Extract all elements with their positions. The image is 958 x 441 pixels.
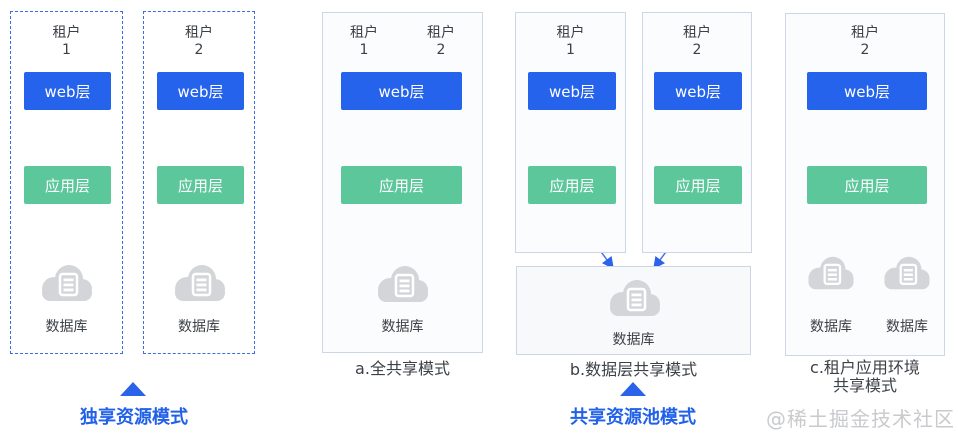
mode-b-tenant2-box: 租户 2 web层 应用层 (642, 12, 752, 253)
watermark: @稀土掘金技术社区 (766, 407, 955, 431)
mode-c-box: 租户 2 web层 应用层 数据库 数据库 (785, 13, 945, 356)
tenant-number: 2 (692, 42, 702, 58)
cloud-database-icon (42, 265, 92, 301)
mode-c-caption-line1: c.租户应用环境 (810, 358, 920, 377)
exclusive-group-caption: 独享资源模式 (80, 407, 188, 428)
tenant-label: 租户 2 (643, 25, 751, 59)
exclusive-tenant1-box: 租户 1 web层 应用层 数据库 (10, 11, 123, 354)
tenant-number: 1 (62, 42, 71, 58)
app-layer-box: 应用层 (528, 166, 616, 204)
mode-b-caption: b.数据层共享模式 (569, 360, 698, 379)
app-layer-box: 应用层 (157, 166, 244, 204)
cloud-database-icon (610, 280, 660, 316)
tenant-name: 租户 (427, 25, 455, 41)
web-layer-box: web层 (24, 72, 111, 110)
tenant-name: 租户 (350, 25, 378, 41)
web-layer-box: web层 (341, 72, 462, 110)
tenant-label: 租户 1 (11, 25, 122, 59)
web-layer-box: web层 (157, 72, 244, 110)
mode-c-caption-line2: 共享模式 (832, 376, 897, 395)
web-layer-box: web层 (528, 72, 616, 110)
up-triangle-icon (620, 382, 646, 396)
tenant-number: 2 (194, 42, 204, 58)
cloud-database-icon (884, 256, 930, 290)
tenant-number: 1 (566, 42, 575, 58)
tenant-number: 2 (436, 42, 446, 58)
mode-b-shared-db-box: 数据库 (516, 266, 751, 355)
tenant-name: 租户 (52, 25, 81, 41)
cloud-database-icon (175, 265, 225, 301)
tenant-label: 租户 2 (786, 25, 944, 59)
mode-a-caption: a.全共享模式 (355, 359, 450, 378)
tenant-label: 租户 1 (334, 25, 394, 59)
database-label: 数据库 (810, 319, 852, 335)
tenant-label: 租户 1 (516, 25, 625, 59)
database-label: 数据库 (381, 319, 424, 335)
exclusive-tenant2-box: 租户 2 web层 应用层 数据库 (143, 11, 255, 354)
tenant-name: 租户 (556, 25, 585, 41)
app-layer-box: 应用层 (24, 166, 111, 204)
tenant-label: 租户 2 (144, 25, 254, 59)
app-layer-box: 应用层 (807, 166, 927, 204)
tenant-name: 租户 (185, 25, 213, 41)
app-layer-box: 应用层 (341, 166, 462, 204)
database-label: 数据库 (178, 319, 220, 335)
database-label: 数据库 (612, 332, 655, 348)
tenant-name: 租户 (851, 25, 879, 41)
tenant-name: 租户 (683, 25, 711, 41)
cloud-database-icon (378, 266, 428, 302)
tenant-label: 租户 2 (411, 25, 471, 59)
web-layer-box: web层 (807, 72, 927, 110)
mode-c-caption: c.租户应用环境 共享模式 (785, 359, 945, 395)
database-label: 数据库 (45, 319, 88, 335)
tenant-number: 1 (359, 42, 369, 58)
app-layer-box: 应用层 (654, 166, 742, 204)
tenant-number: 2 (860, 42, 870, 58)
shared-group-caption: 共享资源池模式 (570, 407, 696, 428)
mode-a-box: 租户 1 租户 2 web层 应用层 数据库 (322, 12, 483, 353)
mode-b-tenant1-box: 租户 1 web层 应用层 (515, 12, 626, 253)
up-triangle-icon (120, 382, 146, 396)
cloud-database-icon (808, 256, 854, 290)
database-label: 数据库 (886, 319, 928, 335)
web-layer-box: web层 (654, 72, 742, 110)
